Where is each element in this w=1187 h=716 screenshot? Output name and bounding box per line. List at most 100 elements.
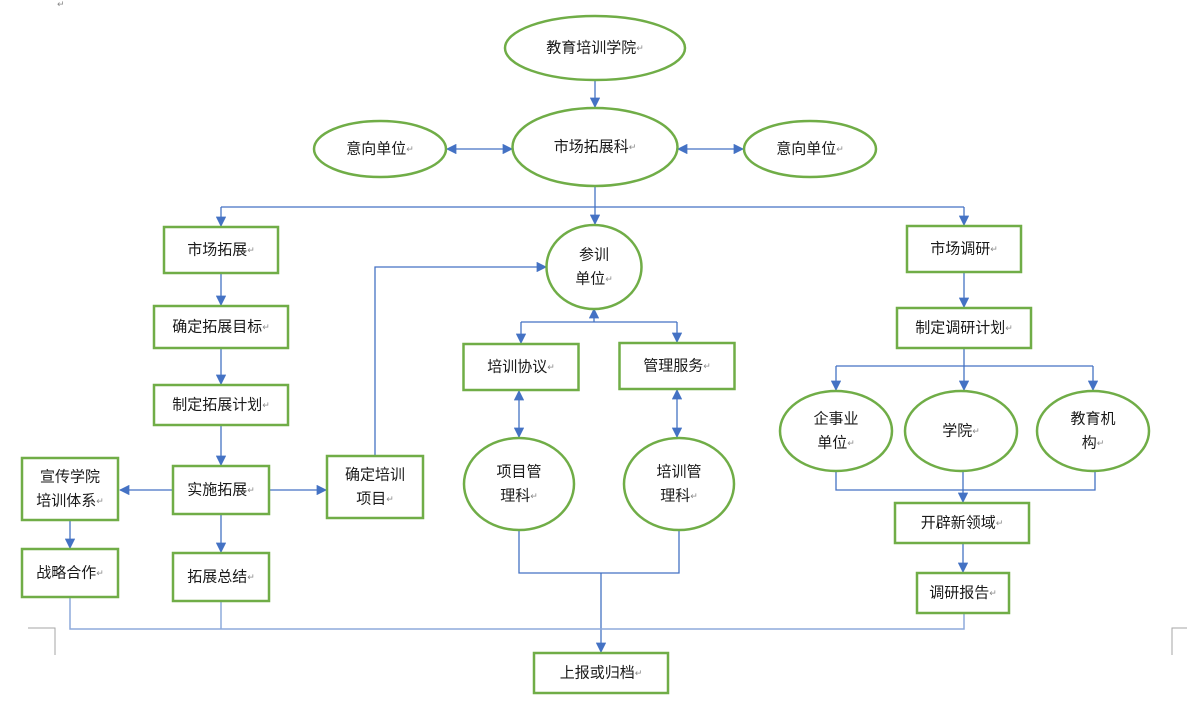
node-scdy: 市场调研↵ — [905, 224, 1023, 274]
paragraph-mark: ↵ — [262, 401, 270, 411]
paragraph-mark: ↵ — [847, 439, 855, 449]
node-label: 开辟新领域↵ — [921, 514, 1004, 532]
node-sctz: 市场拓展↵ — [162, 225, 280, 275]
node-label: 市场拓展↵ — [187, 241, 255, 259]
paragraph-mark: ↵ — [530, 492, 538, 502]
node-glfw: 管理服务↵ — [618, 341, 736, 391]
nodes-layer: 教育培训学院↵ 市场拓展科↵ 意向单位↵ 意向单位↵ 市场拓展↵ 确定拓展目标↵ 制定拓展计… — [20, 14, 1151, 695]
node-label: 上报或归档↵ — [560, 664, 643, 682]
node-rect — [152, 304, 290, 350]
paragraph-mark: ↵ — [989, 589, 997, 599]
edges-layer — [64, 80, 1099, 654]
paragraph-mark: ↵ — [629, 143, 637, 153]
edge-depts-merge — [518, 530, 680, 574]
node-zlhz: 战略合作↵ — [20, 547, 120, 599]
node-rect — [152, 383, 290, 427]
paragraph-mark: ↵ — [690, 492, 698, 502]
node-yxdw_l: 意向单位↵ — [312, 119, 448, 179]
node-label: 教育培训学院↵ — [546, 39, 644, 57]
node-label: 意向单位↵ — [346, 140, 414, 158]
node-qdtzmb: 确定拓展目标↵ — [152, 304, 290, 350]
node-xy: 学院↵ — [903, 389, 1019, 473]
node-label: 培训协议↵ — [487, 358, 555, 376]
page-corner-marks — [28, 627, 1187, 655]
paragraph-mark: ↵ — [57, 0, 65, 10]
node-rect — [532, 651, 670, 695]
node-rect — [171, 464, 271, 516]
node-rect — [915, 571, 1011, 615]
edge-bottom-bus — [69, 597, 965, 630]
paragraph-mark: ↵ — [247, 573, 255, 583]
node-ellipse — [511, 106, 679, 188]
node-label: 理科↵ — [660, 487, 698, 505]
node-sstz: 实施拓展↵ — [171, 464, 271, 516]
corner-mark-left — [28, 627, 56, 655]
node-label: 确定拓展目标↵ — [172, 318, 270, 336]
node-label: 项目↵ — [356, 490, 394, 508]
node-label: 确定培训 — [345, 466, 405, 484]
paragraph-mark: ↵ — [1097, 439, 1105, 449]
paragraph-mark: ↵ — [635, 669, 643, 679]
paragraph-mark: ↵ — [703, 362, 711, 372]
paragraph-mark: ↵ — [96, 569, 104, 579]
node-label: 参训 — [579, 246, 609, 264]
node-label: 理科↵ — [500, 487, 538, 505]
paragraph-mark: ↵ — [547, 363, 555, 373]
node-label: 教育机 — [1070, 410, 1115, 428]
paragraph-mark: ↵ — [262, 323, 270, 333]
node-label: 培训体系↵ — [36, 492, 104, 510]
node-ellipse — [903, 389, 1019, 473]
node-label: 调研报告↵ — [929, 584, 997, 602]
node-label: 实施拓展↵ — [187, 481, 255, 499]
node-ellipse — [1035, 389, 1151, 473]
node-rect — [162, 225, 280, 275]
node-rect — [893, 501, 1031, 545]
node-rect — [905, 224, 1023, 274]
node-label: 构↵ — [1082, 434, 1105, 452]
paragraph-mark: ↵ — [972, 427, 980, 437]
paragraph-mark: ↵ — [990, 245, 998, 255]
node-label: 意向单位↵ — [776, 140, 844, 158]
node-label: 市场拓展科↵ — [554, 138, 637, 156]
node-label: 宣传学院 — [40, 468, 100, 486]
paragraph-mark: ↵ — [1005, 324, 1013, 334]
paragraph-mark: ↵ — [386, 495, 394, 505]
corner-mark-right — [1171, 627, 1187, 655]
paragraph-mark: ↵ — [247, 246, 255, 256]
node-tzzj: 拓展总结↵ — [171, 551, 271, 603]
node-rect — [20, 456, 120, 522]
node-sctzk: 市场拓展科↵ — [511, 106, 679, 188]
node-label: 学院↵ — [942, 422, 980, 440]
node-rect — [618, 341, 736, 391]
paragraph-mark: ↵ — [836, 145, 844, 155]
paragraph-mark: ↵ — [247, 486, 255, 496]
node-ellipse — [312, 119, 448, 179]
paragraph-mark: ↵ — [96, 497, 104, 507]
node-label: 战略合作↵ — [36, 564, 104, 582]
node-label: 制定拓展计划↵ — [172, 396, 270, 414]
node-label: 管理服务↵ — [643, 357, 711, 375]
edge-project-to-trainee — [374, 261, 548, 456]
paragraph-mark: ↵ — [996, 519, 1004, 529]
node-zdtzjh: 制定拓展计划↵ — [152, 383, 290, 427]
node-ellipse — [622, 436, 736, 532]
node-label: 培训管 — [656, 463, 701, 481]
node-ellipse — [503, 14, 687, 82]
node-label: 市场调研↵ — [930, 240, 998, 258]
node-zddyjh: 制定调研计划↵ — [895, 306, 1033, 350]
node-label: 拓展总结↵ — [187, 568, 255, 586]
node-jypx: 教育培训学院↵ — [503, 14, 687, 82]
node-dybg: 调研报告↵ — [915, 571, 1011, 615]
paragraph-mark: ↵ — [406, 145, 414, 155]
node-rect — [171, 551, 271, 603]
edge-research-merge — [835, 471, 1096, 491]
node-ellipse — [778, 389, 894, 473]
